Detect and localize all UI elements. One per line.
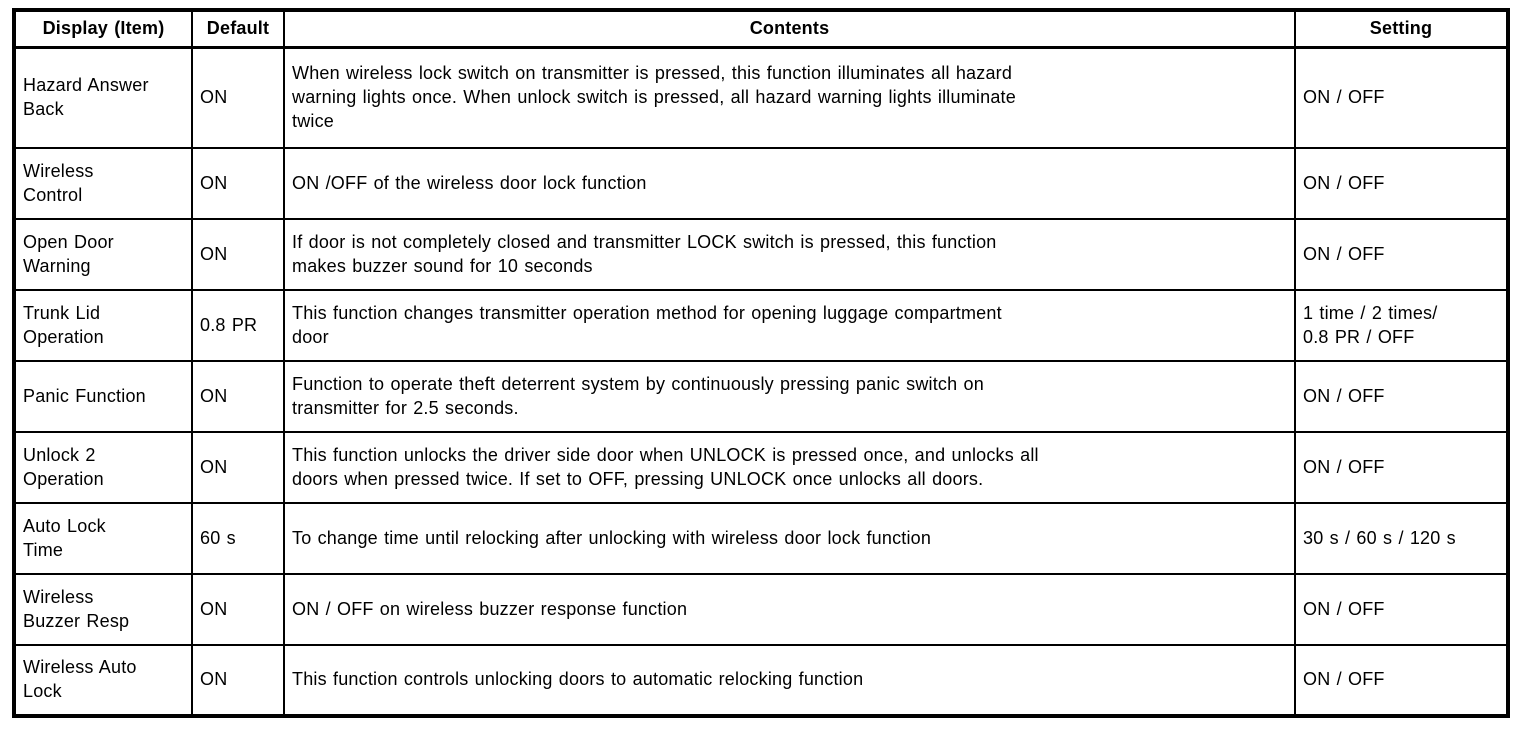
contents-cell: If door is not completely closed and tra…	[283, 218, 1296, 291]
item-cell: Wireless Buzzer Resp	[13, 573, 193, 646]
table-row: Trunk Lid Operation 0.8 PR This function…	[13, 289, 1509, 362]
setting-cell: ON / OFF	[1294, 644, 1509, 717]
table-row: Open Door Warning ON If door is not comp…	[13, 218, 1509, 291]
header-setting: Setting	[1294, 9, 1509, 49]
table-row: Wireless Buzzer Resp ON ON / OFF on wire…	[13, 573, 1509, 646]
header-contents: Contents	[283, 9, 1296, 49]
item-cell: Wireless Auto Lock	[13, 644, 193, 717]
header-default: Default	[191, 9, 285, 49]
header-display-item: Display (Item)	[13, 9, 193, 49]
setting-cell: ON / OFF	[1294, 147, 1509, 220]
default-cell: ON	[191, 431, 285, 504]
contents-cell: Function to operate theft deterrent syst…	[283, 360, 1296, 433]
setting-cell: 30 s / 60 s / 120 s	[1294, 502, 1509, 575]
table-row: Hazard Answer Back ON When wireless lock…	[13, 46, 1509, 149]
setting-cell: ON / OFF	[1294, 218, 1509, 291]
table-row: Unlock 2 Operation ON This function unlo…	[13, 431, 1509, 504]
item-cell: Hazard Answer Back	[13, 46, 193, 149]
default-cell: 60 s	[191, 502, 285, 575]
contents-cell: This function controls unlocking doors t…	[283, 644, 1296, 717]
contents-cell: This function unlocks the driver side do…	[283, 431, 1296, 504]
default-cell: ON	[191, 218, 285, 291]
contents-cell: When wireless lock switch on transmitter…	[283, 46, 1296, 149]
default-cell: ON	[191, 360, 285, 433]
setting-cell: ON / OFF	[1294, 360, 1509, 433]
table-row: Wireless Control ON ON /OFF of the wirel…	[13, 147, 1509, 220]
table-row: Wireless Auto Lock ON This function cont…	[13, 644, 1509, 717]
default-cell: 0.8 PR	[191, 289, 285, 362]
default-cell: ON	[191, 644, 285, 717]
setting-cell: 1 time / 2 times/ 0.8 PR / OFF	[1294, 289, 1509, 362]
contents-cell: This function changes transmitter operat…	[283, 289, 1296, 362]
table-row: Auto Lock Time 60 s To change time until…	[13, 502, 1509, 575]
default-cell: ON	[191, 573, 285, 646]
item-cell: Wireless Control	[13, 147, 193, 220]
item-cell: Panic Function	[13, 360, 193, 433]
contents-cell: To change time until relocking after unl…	[283, 502, 1296, 575]
default-cell: ON	[191, 46, 285, 149]
default-cell: ON	[191, 147, 285, 220]
item-cell: Open Door Warning	[13, 218, 193, 291]
setting-cell: ON / OFF	[1294, 46, 1509, 149]
contents-cell: ON / OFF on wireless buzzer response fun…	[283, 573, 1296, 646]
header-row: Display (Item) Default Contents Setting	[13, 9, 1509, 49]
table-row: Panic Function ON Function to operate th…	[13, 360, 1509, 433]
item-cell: Unlock 2 Operation	[13, 431, 193, 504]
contents-cell: ON /OFF of the wireless door lock functi…	[283, 147, 1296, 220]
item-cell: Trunk Lid Operation	[13, 289, 193, 362]
setting-cell: ON / OFF	[1294, 431, 1509, 504]
setting-cell: ON / OFF	[1294, 573, 1509, 646]
settings-table: Display (Item) Default Contents Setting …	[12, 8, 1510, 718]
item-cell: Auto Lock Time	[13, 502, 193, 575]
